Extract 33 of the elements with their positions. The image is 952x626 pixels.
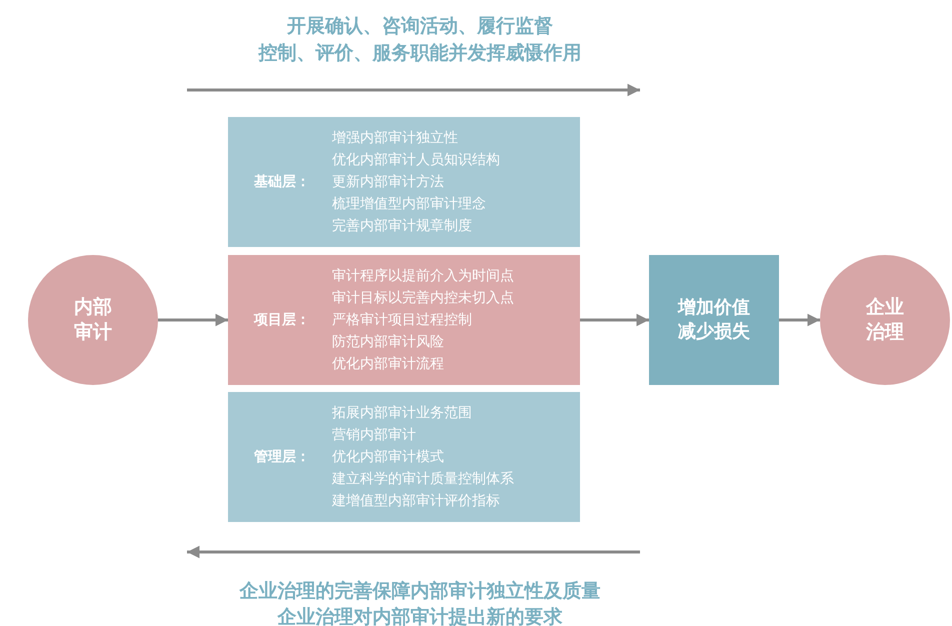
- annotation-text: 开展确认、咨询活动、履行监督: [286, 14, 554, 39]
- list-item: 建立科学的审计质量控制体系: [332, 470, 514, 489]
- layer-panel: [228, 255, 580, 385]
- layer-panel: [228, 392, 580, 522]
- list-item: 优化内部审计人员知识结构: [332, 151, 500, 170]
- list-item: 更新内部审计方法: [332, 173, 445, 192]
- list-item: 建增值型内部审计评价指标: [332, 492, 501, 511]
- list-item: 增强内部审计独立性: [332, 129, 459, 148]
- list-item: 完善内部审计规章制度: [332, 217, 473, 236]
- annotation-text: 企业治理的完善保障内部审计独立性及质量: [238, 579, 602, 604]
- box-label: 减少损失: [678, 320, 750, 344]
- list-item: 拓展内部审计业务范围: [332, 404, 473, 423]
- arrow: [779, 314, 820, 326]
- arrow: [158, 314, 228, 326]
- circle-label: 企业治理: [864, 295, 905, 345]
- list-item: 防范内部审计风险: [332, 333, 445, 352]
- layer-heading: 管理层：: [254, 448, 310, 466]
- annotation-text: 企业治理对内部审计提出新的要求: [276, 605, 564, 626]
- list-item: 审计目标以完善内控未切入点: [332, 289, 514, 308]
- list-item: 严格审计项目过程控制: [332, 311, 473, 330]
- annotation-text: 控制、评价、服务职能并发挥威慑作用: [257, 41, 582, 66]
- result-box: [649, 255, 779, 385]
- list-item: 梳理增值型内部审计理念: [332, 195, 487, 214]
- circle-label: 内部审计: [72, 295, 113, 345]
- arrow: [580, 314, 649, 326]
- list-item: 优化内部审计模式: [332, 448, 445, 467]
- layer-heading: 基础层：: [254, 173, 310, 191]
- layer-panel: [228, 117, 580, 247]
- list-item: 营销内部审计: [332, 426, 417, 445]
- list-item: 优化内部审计流程: [332, 355, 445, 374]
- box-label: 增加价值: [678, 296, 750, 320]
- layer-heading: 项目层：: [254, 311, 310, 329]
- list-item: 审计程序以提前介入为时间点: [332, 267, 514, 286]
